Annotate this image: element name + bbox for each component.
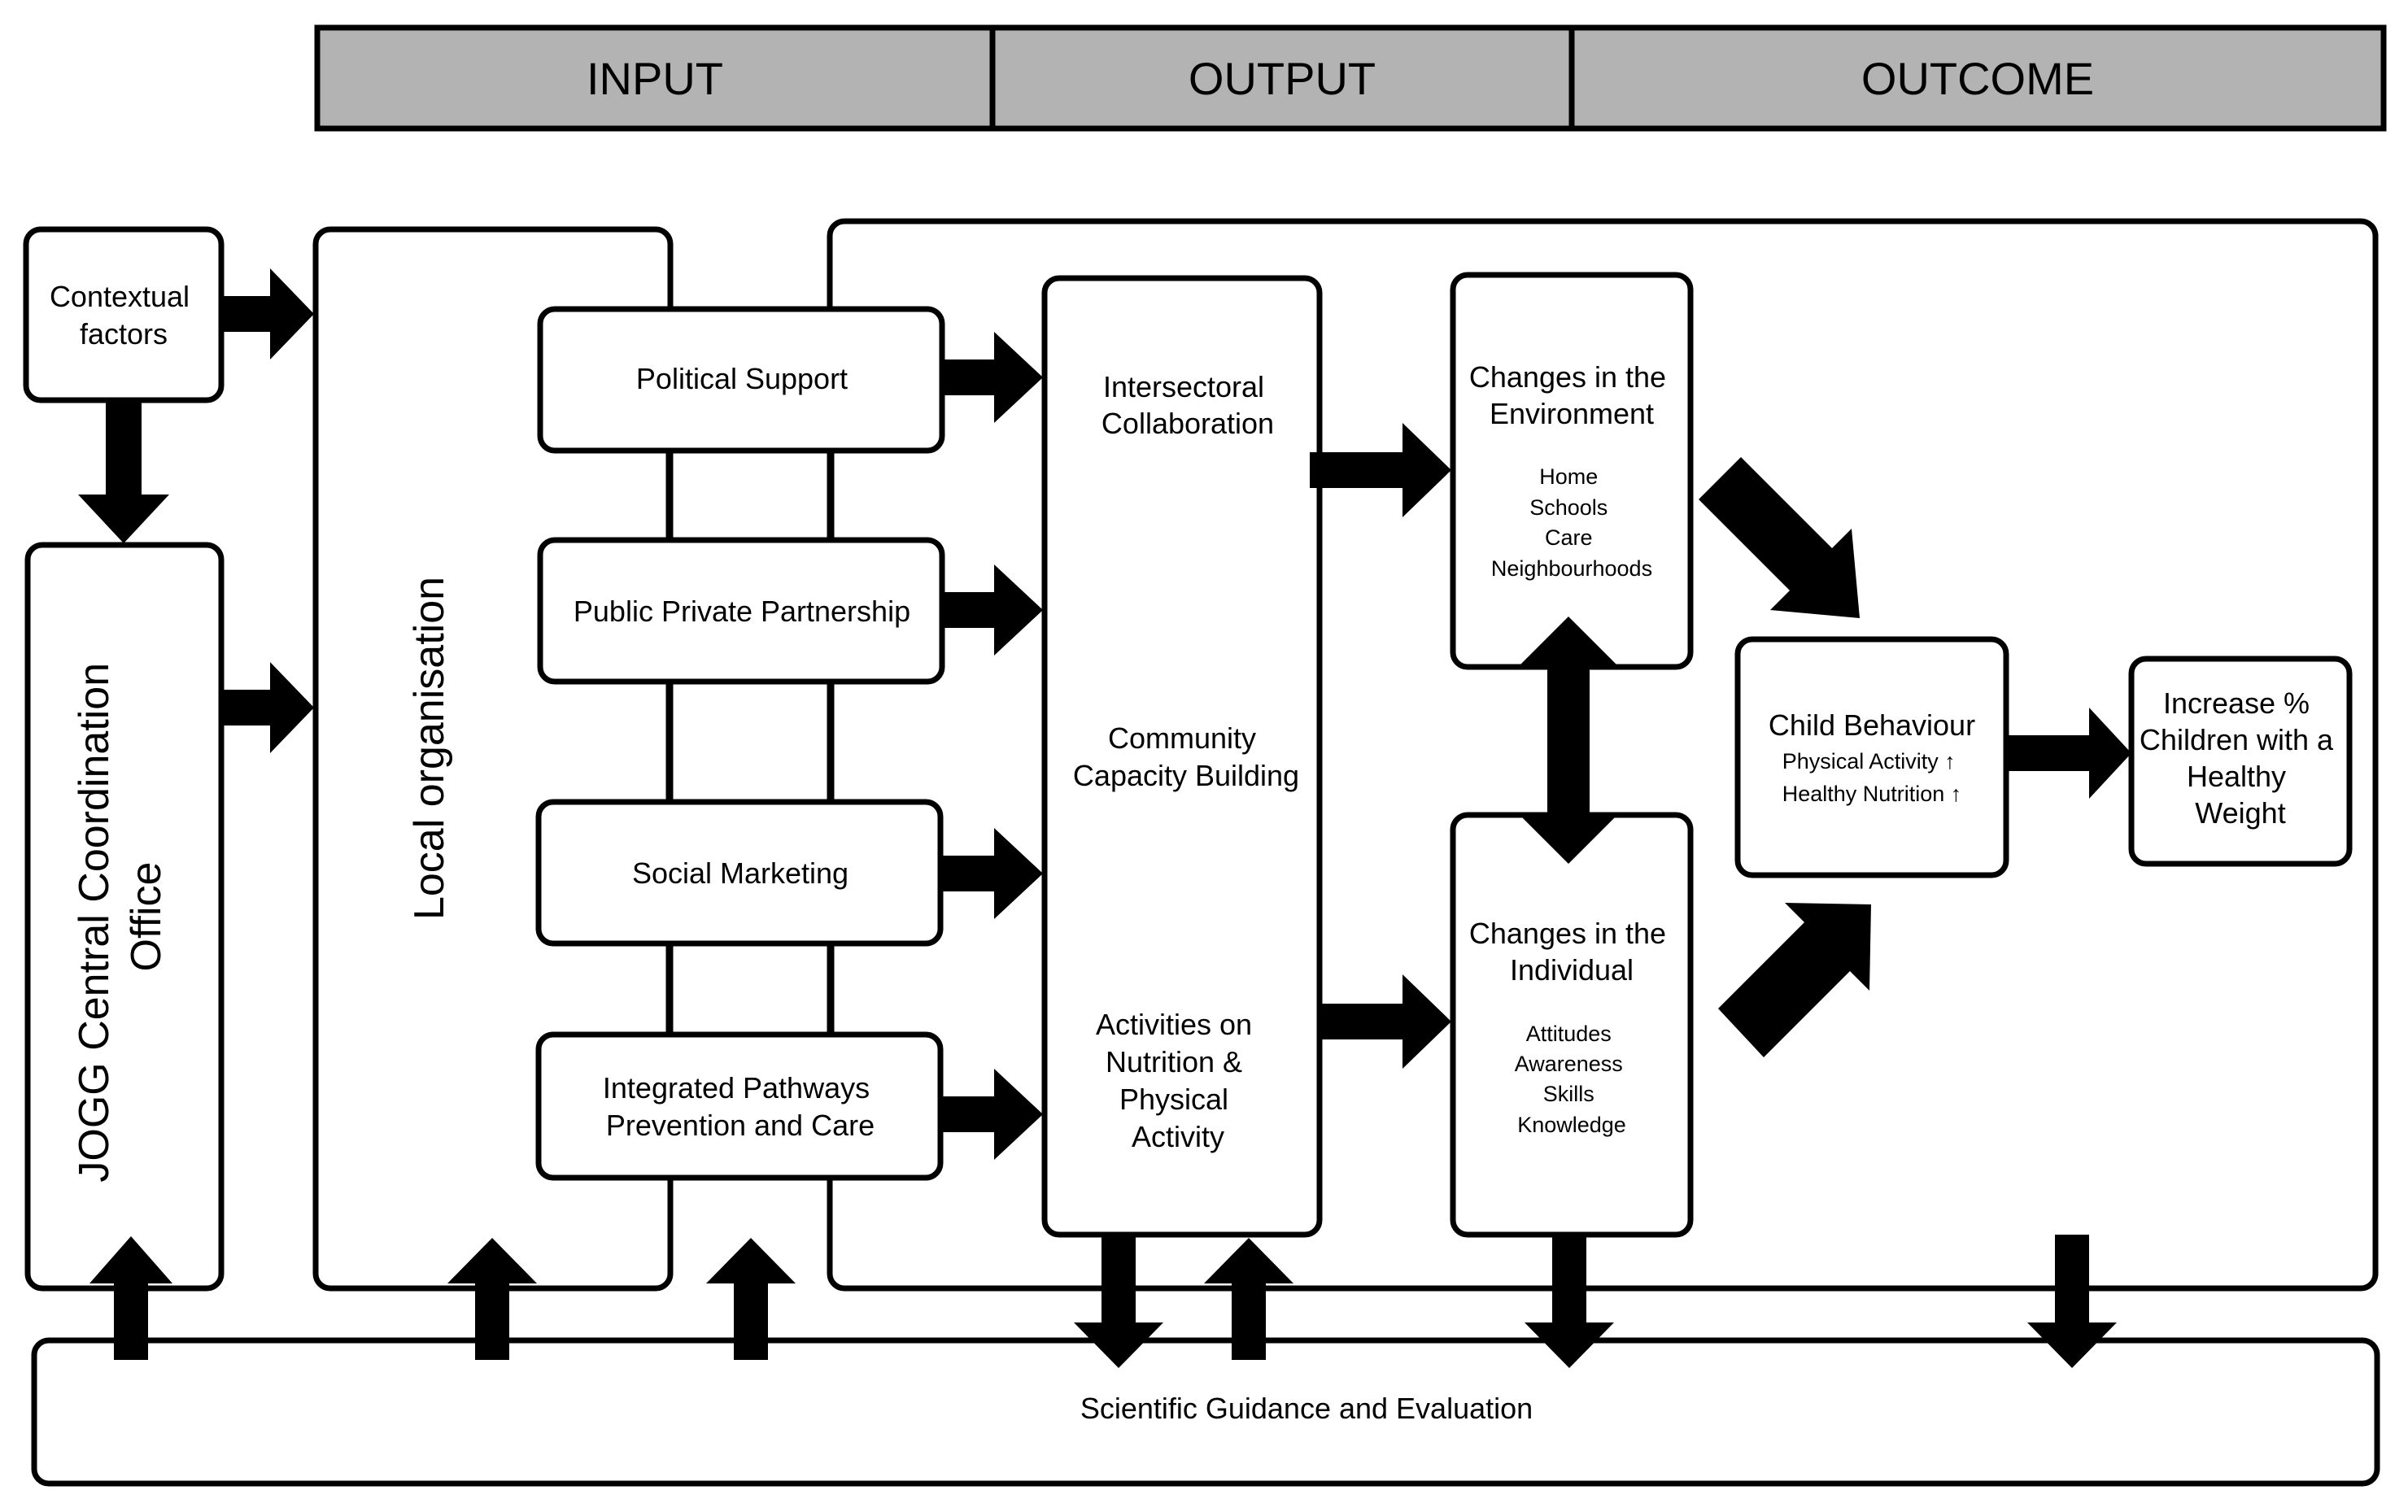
svg-text:Physical Activity ↑ Heal: Physical Activity ↑ Healthy Nutrition ↑ [1782,749,1962,806]
svg-text:Home Schools Care: Home Schools Care Neighbourhoods [1491,464,1652,581]
scientific-guidance-label: Scientific Guidance and Evaluation [1080,1392,1533,1425]
child-item-physical-activity: Physical Activity ↑ [1782,749,1956,773]
phase-header: INPUT OUTPUT OUTCOME [314,24,2387,132]
arrow-output-to-individual [1320,974,1451,1069]
scientific-guidance-box: Scientific Guidance and Evaluation [31,1337,2380,1487]
svg-text:Increase % Children with: Increase % Children with a Healthy Weigh… [2140,686,2341,830]
changes-individual-box: Changes in the Individual Attitudes Awar… [1450,812,1694,1238]
arrow-up-to-output [1204,1238,1293,1360]
arrow-political-to-output [942,332,1043,423]
integrated-pathways-box: Integrated Pathways Prevention and Care [535,1031,944,1181]
public-private-partnership-box: Public Private Partnership [537,537,945,685]
output-activities-box: Intersectoral Collaboration Community Ca… [1041,275,1323,1238]
jogg-line-1: JOGG Central Coordination [71,663,118,1183]
arrow-contextual-to-jogg [78,400,169,543]
svg-text:Changes in the Individua: Changes in the Individual [1469,917,1674,987]
header-outcome-label: OUTCOME [1861,53,2094,104]
header-output-label: OUTPUT [1189,53,1376,104]
jogg-office-box: JOGG Central Coordination Office [24,542,225,1292]
arrow-child-to-increase [2006,708,2131,799]
social-marketing-box: Social Marketing [535,799,944,947]
contextual-line-1: Contextual [50,280,190,313]
env-title-1: Changes in the [1469,360,1666,394]
social-marketing-label: Social Marketing [632,856,848,890]
arrow-social-to-output [940,828,1043,919]
pathways-line-1: Integrated Pathways [603,1071,870,1105]
arrow-environment-individual [1520,617,1617,864]
env-item-care: Care [1545,525,1593,550]
increase-line-2: Children with a [2140,723,2334,756]
ind-item-attitudes: Attitudes [1526,1022,1612,1046]
community-capacity-label: Community Capacity Building [1073,721,1299,792]
svg-text:Integrated Pathways Prev: Integrated Pathways Prevention and Care [603,1071,878,1142]
arrow-up-to-local-left [447,1238,537,1360]
env-item-schools: Schools [1529,495,1608,520]
arrow-ppp-to-output [942,564,1043,656]
header-input-cell [314,24,996,132]
ind-title-1: Changes in the [1469,917,1666,950]
arrow-output-down [1074,1236,1163,1368]
header-input-label: INPUT [587,53,723,104]
svg-text:Attitudes Awareness: Attitudes Awareness Skills Knowledge [1515,1022,1629,1137]
political-support-label: Political Support [636,362,848,395]
flow-arrows [78,268,2131,1368]
header-outcome-cell [1568,24,2387,132]
svg-text:Changes in the Environme: Changes in the Environment [1469,360,1674,430]
jogg-line-2: Office [123,862,170,972]
ind-title-2: Individual [1510,953,1634,987]
intersectoral-collaboration-label: Intersectoral Collaboration [1101,370,1274,440]
political-support-box: Political Support [537,306,945,454]
svg-text:Contextual factors: Contextual factors [50,280,198,351]
activities-nutrition-label: Activities on Nutrition & Physical Activ… [1096,1008,1260,1153]
pathways-line-2: Prevention and Care [606,1109,875,1142]
arrow-individual-down [1525,1236,1614,1368]
increase-line-1: Increase % [2163,686,2310,720]
env-title-2: Environment [1490,397,1654,430]
ind-item-awareness: Awareness [1515,1052,1623,1076]
arrow-outcome-down [2027,1235,2117,1368]
ind-item-knowledge: Knowledge [1517,1113,1626,1137]
arrow-jogg-to-local [220,662,314,753]
increase-line-4: Weight [2195,796,2285,830]
child-behaviour-box: Child Behaviour Physical Activity ↑ Heal… [1734,636,2009,878]
arrow-output-to-environment [1310,423,1451,517]
arrow-individual-to-child [1718,903,1871,1057]
ppp-label: Public Private Partnership [574,595,910,628]
local-organisation-label: Local organisation [406,577,453,920]
arrow-pathways-to-output [940,1069,1043,1160]
increase-healthy-weight-box: Increase % Children with a Healthy Weigh… [2128,656,2353,867]
arrow-environment-to-child [1699,457,1860,618]
env-item-home: Home [1539,464,1598,489]
contextual-factors-box: Contextual factors [23,226,225,403]
header-output-cell [989,24,1575,132]
child-behaviour-title: Child Behaviour [1769,708,1975,742]
arrow-up-to-jogg [89,1236,172,1360]
child-item-healthy-nutrition: Healthy Nutrition ↑ [1782,782,1962,806]
contextual-line-2: factors [80,317,168,351]
env-item-neighbourhoods: Neighbourhoods [1491,556,1652,581]
arrow-contextual-to-local [221,268,314,359]
ind-item-skills: Skills [1543,1082,1594,1106]
arrow-up-to-local-right [706,1238,796,1360]
svg-text:JOGG Central Coordination: JOGG Central Coordination Office [71,651,170,1182]
changes-environment-box: Changes in the Environment Home Schools … [1450,272,1694,670]
increase-line-3: Healthy [2187,760,2286,793]
